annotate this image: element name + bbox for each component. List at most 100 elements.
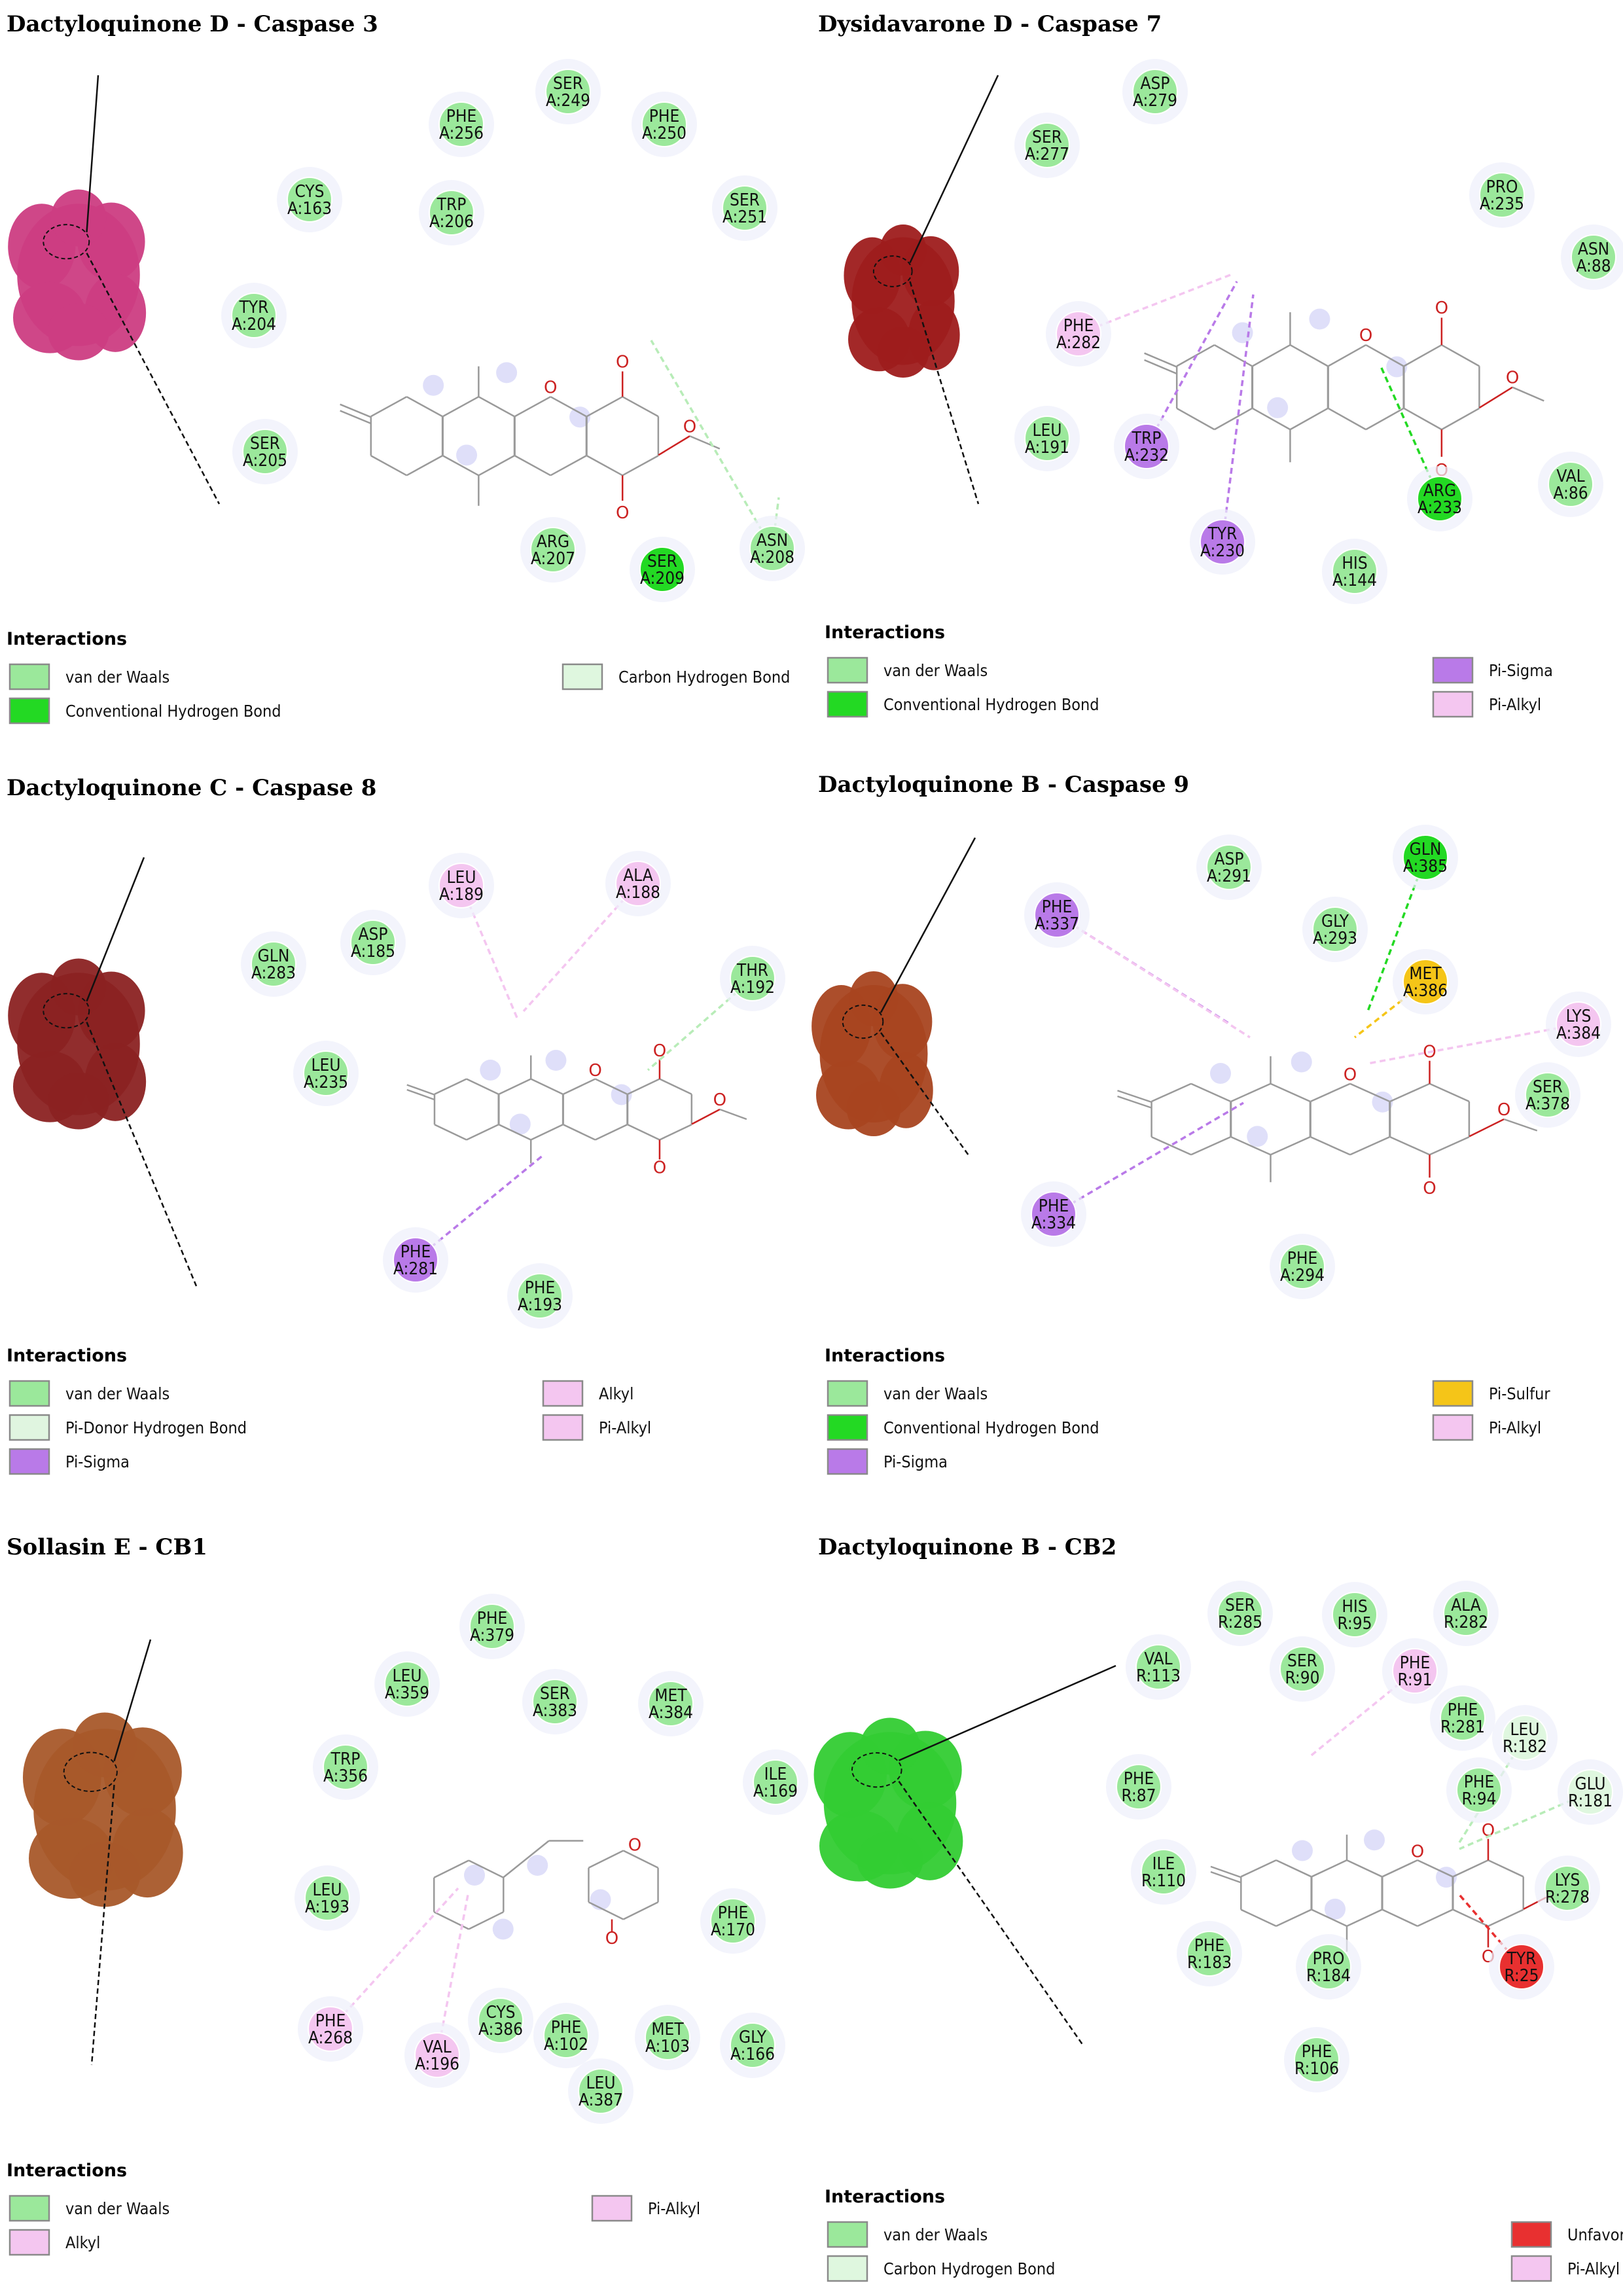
atom-halo	[1292, 1840, 1313, 1861]
residue-id: R:113	[1136, 1666, 1181, 1686]
residue-disc	[543, 2013, 589, 2058]
residue-name: LYS	[1555, 1871, 1580, 1890]
residue-name: SER	[1287, 1651, 1317, 1671]
residue-name: VAL	[423, 2037, 451, 2057]
residue-name: ILE	[764, 1765, 787, 1784]
residue-id: R:282	[1444, 1613, 1488, 1632]
residue-name: SER	[540, 1684, 570, 1704]
legend-item-hbond: Conventional Hydrogen Bond	[827, 691, 1099, 718]
legend-item-pidonor: Pi-Donor Hydrogen Bond	[9, 1414, 247, 1441]
residue-id: A:386	[478, 2020, 523, 2039]
residue-disc	[1571, 234, 1616, 280]
oxygen-atom: O	[653, 1158, 666, 1178]
residue-name: VAL	[1556, 467, 1584, 486]
residue-id: A:233	[1418, 498, 1462, 518]
residue-id: A:88	[1576, 257, 1611, 276]
atom-halo	[1325, 1898, 1346, 1920]
residue-disc	[1548, 461, 1594, 507]
residue-id: A:281	[393, 1259, 438, 1279]
residue-name: TRP	[1132, 429, 1162, 448]
zoom-line	[898, 1664, 1116, 1761]
binding-site-marker	[43, 224, 90, 260]
residue-disc	[639, 547, 685, 592]
legend-swatch	[9, 2195, 50, 2222]
residue-disc	[350, 920, 396, 965]
legend-item-unfav: Unfavorable Acceptor-Acceptor	[1510, 2221, 1623, 2248]
oxygen-atom: O	[1497, 1100, 1510, 1120]
legend-label: Pi-Donor Hydrogen Bond	[65, 1418, 247, 1437]
